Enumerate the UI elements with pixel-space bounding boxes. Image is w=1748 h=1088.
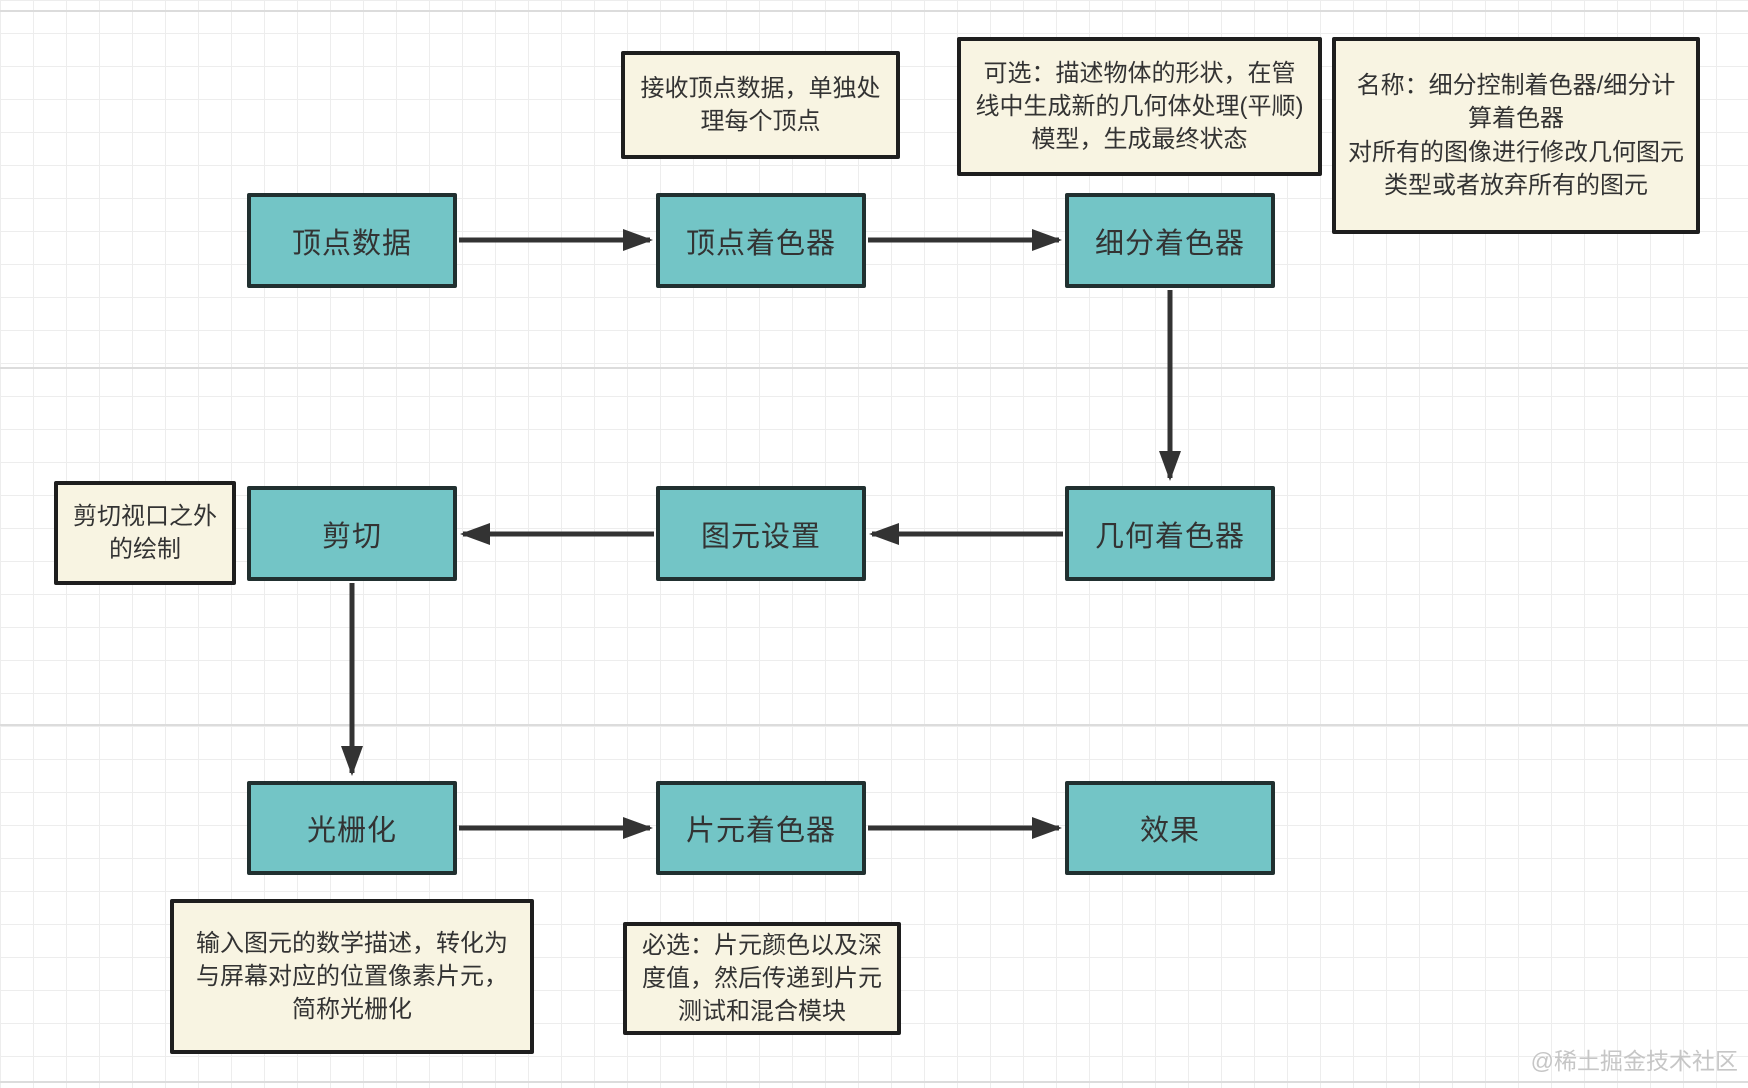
note-tessellation-name-line-1: 名称：细分控制着色器/细分计算着色器: [1356, 72, 1676, 133]
watermark: @稀土掘金技术社区: [1530, 1048, 1738, 1074]
note-vertex-shader: 接收顶点数据，单独处理每个顶点: [621, 51, 900, 159]
node-clipping: 剪切: [247, 486, 457, 581]
note-tessellation-name: 名称：细分控制着色器/细分计算着色器 对所有的图像进行修改几何图元类型或者放弃所…: [1332, 37, 1700, 234]
note-rasterization: 输入图元的数学描述，转化为与屏幕对应的位置像素片元，简称光栅化: [170, 899, 534, 1054]
note-fragment: 必选：片元颜色以及深度值，然后传递到片元测试和混合模块: [623, 922, 901, 1035]
node-geometry-shader: 几何着色器: [1065, 486, 1275, 581]
note-tessellation: 可选：描述物体的形状，在管线中生成新的几何体处理(平顺)模型，生成最终状态: [957, 37, 1322, 176]
node-fragment-shader: 片元着色器: [656, 781, 866, 875]
node-effect: 效果: [1065, 781, 1275, 875]
node-rasterization: 光栅化: [247, 781, 457, 875]
node-primitive-setup: 图元设置: [656, 486, 866, 581]
note-tessellation-name-line-2: 对所有的图像进行修改几何图元类型或者放弃所有的图元: [1348, 138, 1684, 199]
node-tessellation-shader: 细分着色器: [1065, 193, 1275, 288]
node-vertex-data: 顶点数据: [247, 193, 457, 288]
note-clipping: 剪切视口之外的绘制: [54, 481, 236, 585]
node-vertex-shader: 顶点着色器: [656, 193, 866, 288]
